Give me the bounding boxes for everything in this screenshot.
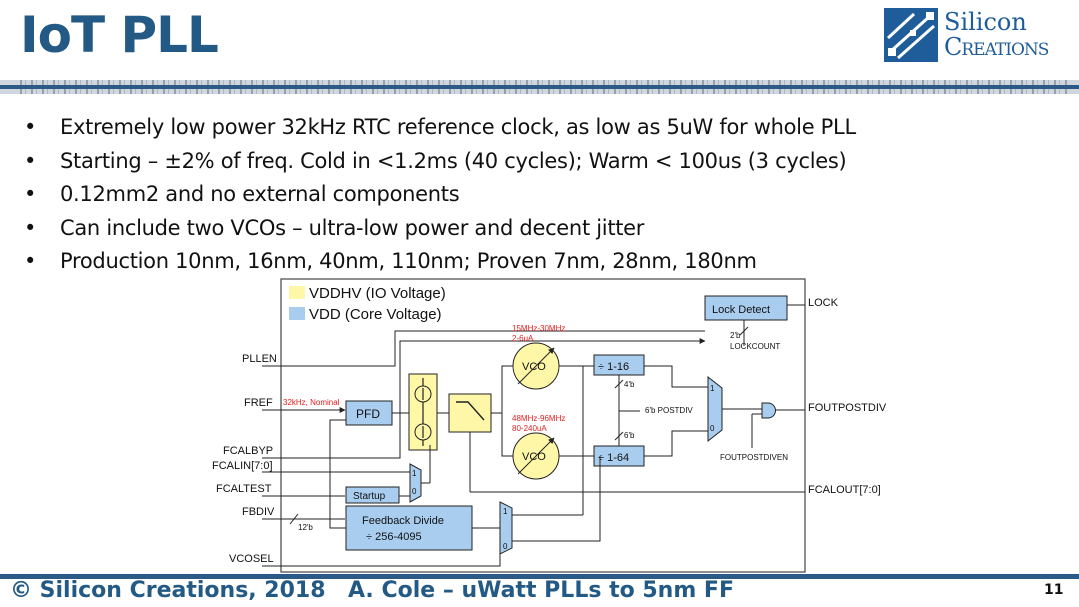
fbdiv-width-label: 12'b bbox=[298, 523, 313, 532]
postdiv-label: 6'b POSTDIV bbox=[645, 406, 693, 415]
vco1-current-note: 2-6uA bbox=[512, 334, 534, 343]
silicon-creations-logo-icon bbox=[884, 8, 938, 62]
logo-wordmark: Silicon Creations bbox=[944, 8, 1049, 61]
input-fref: FREF bbox=[244, 397, 273, 409]
loop-filter-block bbox=[448, 393, 492, 433]
svg-text:0: 0 bbox=[710, 424, 715, 433]
feedback-divide-block bbox=[345, 505, 473, 551]
vco2-freq-note: 48MHz-96MHz bbox=[512, 414, 565, 423]
fref-note: 32kHz, Nominal bbox=[283, 398, 340, 407]
bullet-item: •Starting – ±2% of freq. Cold in <1.2ms … bbox=[24, 148, 847, 173]
feedback-divide-label: Feedback Divide bbox=[362, 515, 444, 527]
divider-1-64-label: ÷ 1-64 bbox=[598, 452, 629, 464]
vco2-label: VCO bbox=[522, 451, 546, 463]
lock-detect-block bbox=[704, 295, 788, 321]
startup-block bbox=[345, 486, 400, 504]
feedback-divide-range: ÷ 256-4095 bbox=[366, 531, 422, 543]
bullet-item: •Can include two VCOs – ultra-low power … bbox=[24, 215, 645, 240]
postdiv-b-width: 6'b bbox=[624, 431, 635, 440]
vco1-label: VCO bbox=[522, 361, 546, 373]
postdiv-a-width: 4'b bbox=[624, 380, 635, 389]
logo-line-2: Creations bbox=[944, 33, 1049, 61]
footer-talk-title: A. Cole – uWatt PLLs to 5nm FF bbox=[348, 578, 734, 603]
output-foutpostdiv: FOUTPOSTDIV bbox=[808, 402, 887, 414]
lowpass-icon bbox=[456, 401, 485, 421]
svg-text:0: 0 bbox=[503, 542, 508, 551]
input-fcaltest: FCALTEST bbox=[216, 483, 272, 495]
lockcount-label: LOCKCOUNT bbox=[730, 342, 780, 351]
footer-copyright: © Silicon Creations, 2018 bbox=[10, 578, 326, 603]
legend-io-swatch bbox=[289, 286, 305, 299]
and-gate-icon bbox=[761, 402, 776, 419]
input-fbdiv: FBDIV bbox=[242, 506, 275, 518]
lockcount-width: 2'b bbox=[730, 331, 741, 340]
lock-detect-label: Lock Detect bbox=[712, 304, 770, 316]
bullet-item: •Extremely low power 32kHz RTC reference… bbox=[24, 115, 856, 139]
title-divider bbox=[0, 80, 1079, 94]
divider-1-16-label: ÷ 1-16 bbox=[598, 361, 629, 373]
company-logo: Silicon Creations bbox=[884, 8, 1074, 66]
bullet-item: •Production 10nm, 16nm, 40nm, 110nm; Pro… bbox=[24, 249, 757, 273]
svg-text:1: 1 bbox=[412, 469, 417, 478]
bullet-item: •0.12mm2 and no external components bbox=[24, 182, 460, 206]
fcal-mux bbox=[409, 463, 422, 503]
output-lock: LOCK bbox=[808, 297, 839, 309]
vco2-current-note: 80-240uA bbox=[512, 424, 547, 433]
bullet-list: •Extremely low power 32kHz RTC reference… bbox=[18, 112, 856, 280]
slide-title: IoT PLL bbox=[20, 6, 219, 64]
output-fcalout: FCALOUT[7:0] bbox=[808, 484, 881, 496]
legend-core-swatch bbox=[289, 307, 305, 320]
legend-core-label: VDD (Core Voltage) bbox=[309, 306, 442, 323]
svg-text:1: 1 bbox=[503, 507, 508, 516]
input-vcosel: VCOSEL bbox=[229, 553, 274, 565]
input-pllen: PLLEN bbox=[242, 353, 277, 365]
pll-block-diagram: VDDHV (IO Voltage) VDD (Core Voltage) PL… bbox=[212, 278, 887, 573]
foutpostdiven-label: FOUTPOSTDIVEN bbox=[720, 453, 788, 462]
page-number: 11 bbox=[1044, 582, 1064, 598]
pfd-block bbox=[345, 400, 393, 426]
pll-boundary bbox=[280, 278, 806, 573]
output-mux bbox=[707, 375, 723, 443]
pfd-label: PFD bbox=[356, 407, 380, 421]
footer-divider bbox=[0, 574, 1079, 579]
startup-label: Startup bbox=[353, 491, 386, 502]
svg-text:1: 1 bbox=[710, 384, 715, 393]
vco1-freq-note: 15MHz-30MHz bbox=[512, 324, 565, 333]
input-fcalbyp: FCALBYP bbox=[223, 445, 273, 457]
feedback-mux bbox=[499, 501, 513, 555]
legend-io-label: VDDHV (IO Voltage) bbox=[309, 285, 446, 302]
logo-line-1: Silicon bbox=[944, 8, 1027, 36]
input-fcalin: FCALIN[7:0] bbox=[212, 460, 273, 472]
svg-text:0: 0 bbox=[412, 487, 417, 496]
